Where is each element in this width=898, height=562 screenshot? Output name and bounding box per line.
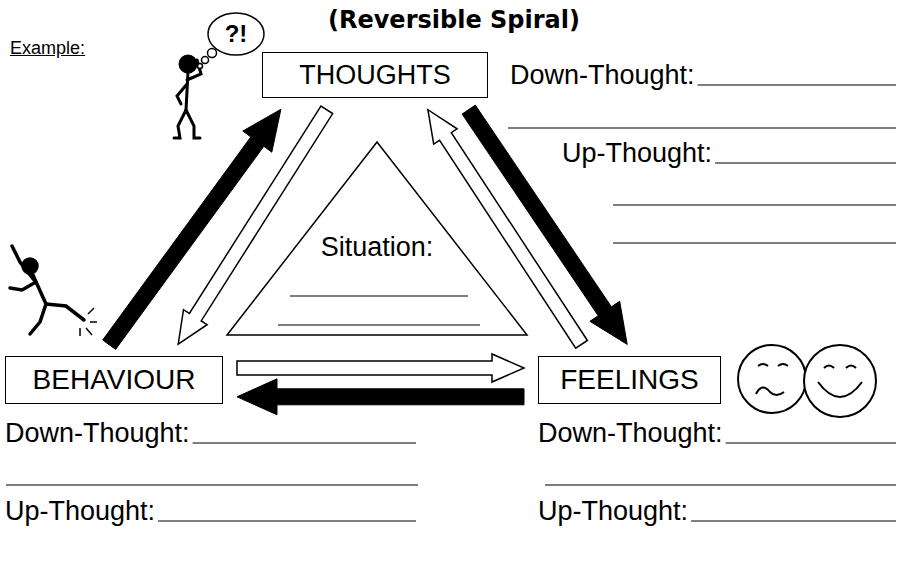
prompt-label-wrap: Up-Thought: (562, 138, 712, 169)
solid-arrow (237, 379, 524, 415)
blank-line (613, 204, 896, 205)
figure-leg (30, 304, 46, 334)
node-text: Situation: (321, 232, 434, 263)
face-eye (778, 364, 788, 366)
answer-line (691, 520, 896, 521)
figure-arm (177, 84, 187, 104)
prompt-label: Up-Thought: (538, 496, 688, 526)
blank-line (508, 127, 896, 128)
bubble-trail (198, 49, 217, 69)
figure-body (186, 72, 188, 110)
bubble-dot (208, 49, 217, 58)
figure-leg (46, 304, 84, 320)
blank-line (545, 484, 896, 485)
face-mouth (818, 382, 862, 397)
blank-line (6, 484, 418, 485)
process-box: FEELINGS (538, 356, 721, 404)
figure-arm (12, 246, 34, 280)
blank-line (290, 295, 468, 296)
prompt-label-wrap: Down-Thought: (5, 418, 190, 449)
bubble-dot (198, 64, 203, 69)
answer-line (715, 162, 896, 163)
diagram-title: (Reversible Spiral) (328, 6, 580, 34)
prompt-label: Up-Thought: (5, 496, 155, 526)
face-eye (824, 366, 834, 369)
answer-line (726, 442, 896, 443)
impact-mark (79, 328, 81, 336)
node-text: BEHAVIOUR (33, 364, 196, 396)
node-text: THOUGHTS (299, 60, 451, 91)
example-label-wrap: Example: (10, 38, 85, 59)
bubble-shape (208, 13, 264, 55)
answer-line (193, 442, 416, 443)
hollow-arrow (237, 354, 524, 382)
prompt-label: Up-Thought: (562, 138, 712, 168)
face-eye (846, 366, 856, 369)
impact-mark (88, 308, 94, 314)
title-wrap: (Reversible Spiral) (328, 6, 580, 34)
situation-triangle: Situation: (225, 140, 529, 336)
node-text: FEELINGS (560, 364, 698, 396)
thought-bubble: ?! (207, 12, 265, 56)
impact-marks (80, 308, 97, 336)
prompt-label-wrap: Down-Thought: (510, 60, 695, 91)
prompt-label: Down-Thought: (510, 60, 695, 90)
process-box: THOUGHTS (262, 52, 488, 98)
prompt-label: Down-Thought: (5, 418, 190, 448)
face-eye (758, 364, 768, 366)
face-mouth (756, 387, 784, 395)
figure-arm (10, 282, 36, 290)
thinking-figure (174, 56, 201, 138)
answer-line (158, 520, 416, 521)
blank-line (278, 324, 480, 325)
prompt-label-wrap: Down-Thought: (538, 418, 723, 449)
process-box: BEHAVIOUR (5, 356, 223, 404)
prompt-label-wrap: Up-Thought: (538, 496, 688, 527)
triangle-shape (227, 142, 527, 335)
figure-head (180, 56, 196, 72)
answer-line (698, 84, 896, 85)
falling-figure (10, 246, 84, 334)
example-label: Example: (10, 38, 85, 58)
bubble-dot (202, 57, 209, 64)
face-outline (804, 345, 876, 417)
prompt-label-wrap: Up-Thought: (5, 496, 155, 527)
figure-leg (174, 110, 186, 138)
blank-line (613, 242, 896, 243)
impact-mark (90, 321, 97, 323)
figure-leg (186, 110, 200, 138)
sad-face (738, 345, 806, 413)
prompt-label: Down-Thought: (538, 418, 723, 448)
happy-face (804, 345, 876, 417)
node-text: ?! (225, 20, 248, 48)
impact-mark (86, 328, 92, 335)
face-outline (738, 345, 806, 413)
